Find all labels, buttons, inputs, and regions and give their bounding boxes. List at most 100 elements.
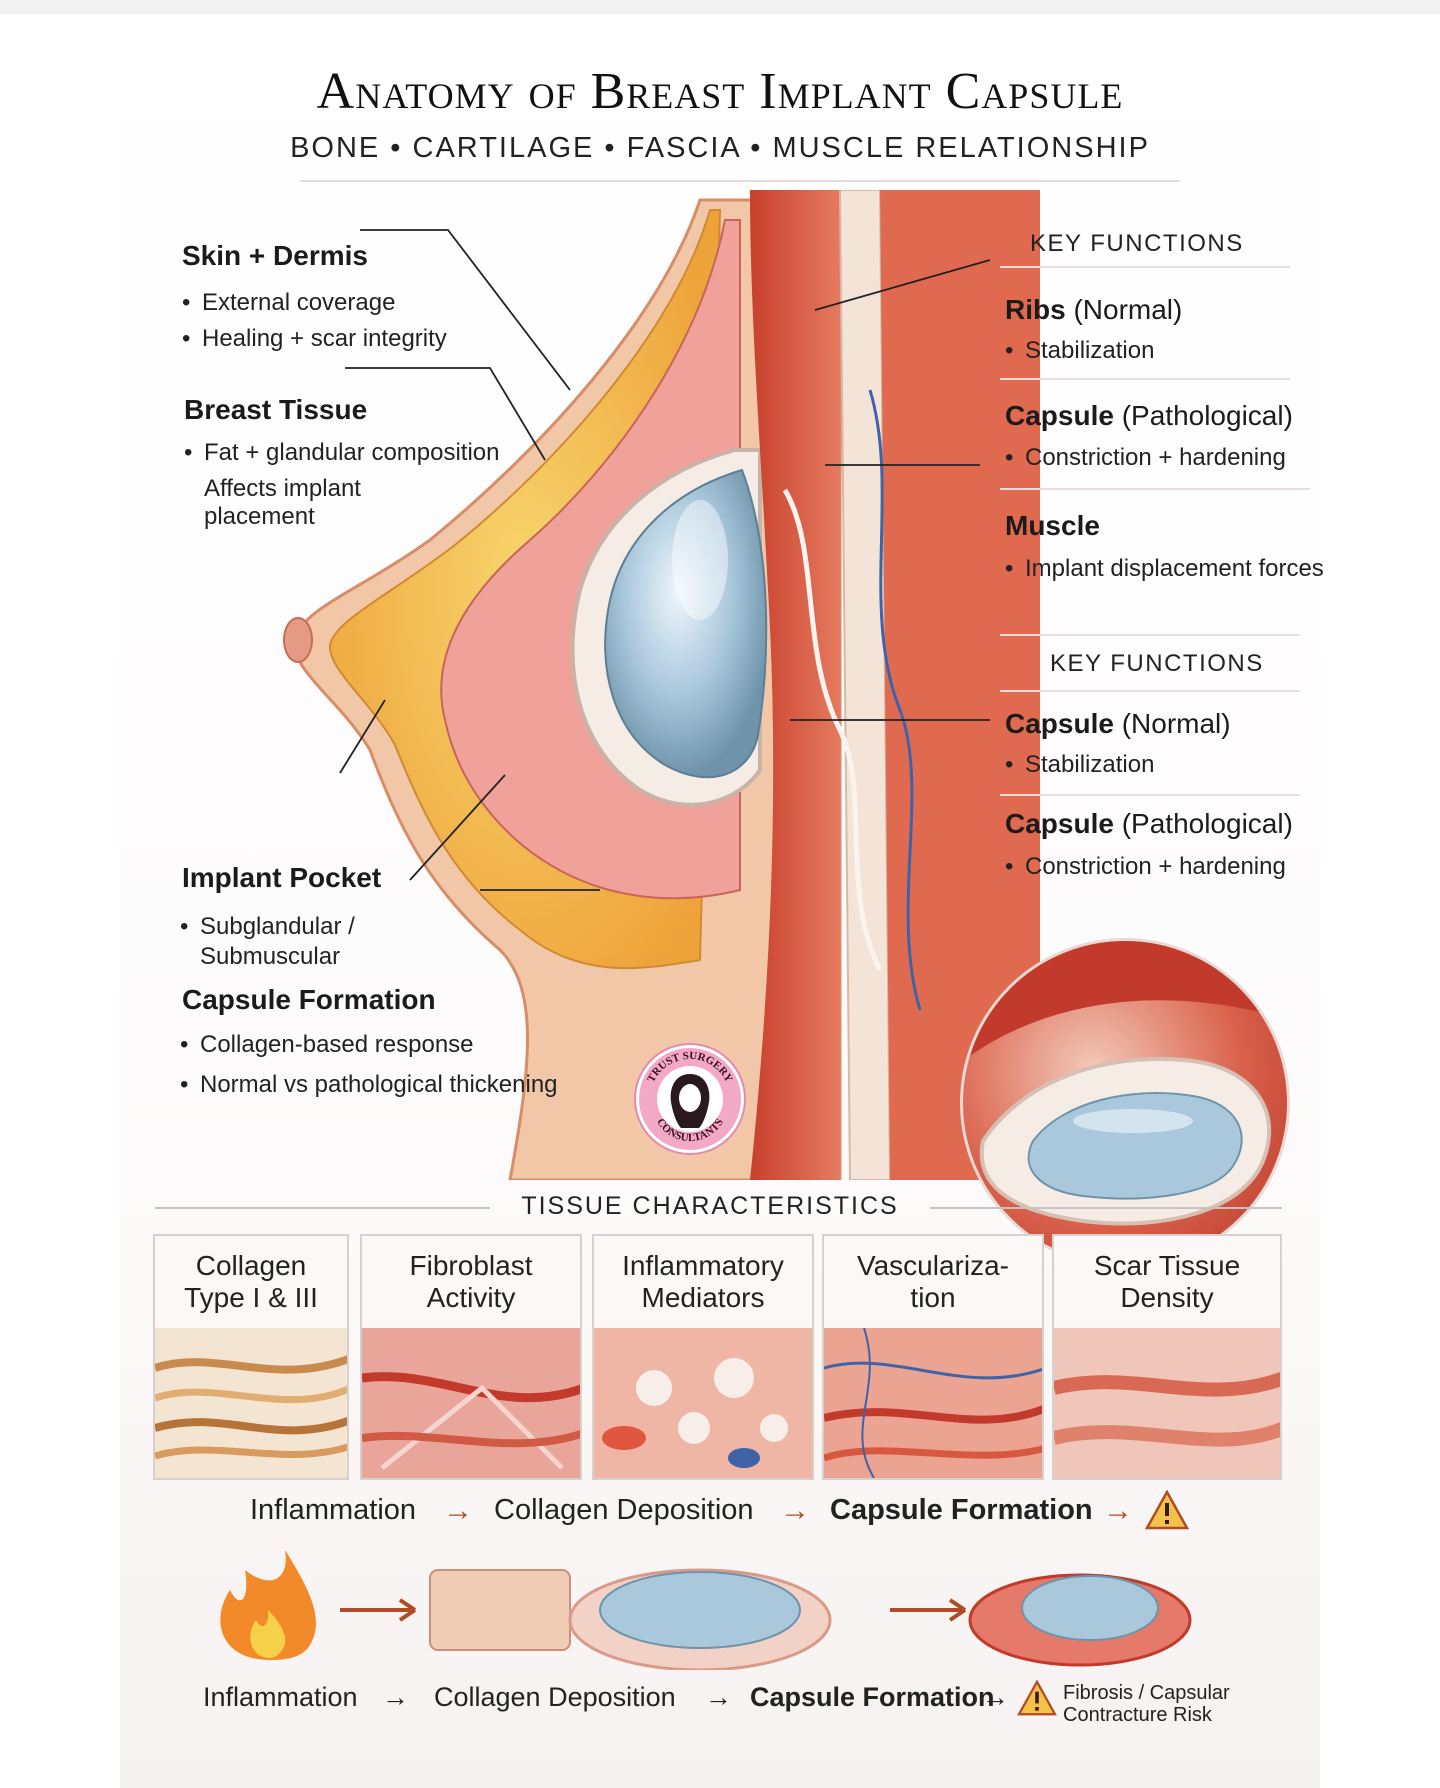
capsule-formation-label: Capsule Formation (182, 984, 436, 1015)
flow-bottom-arrow-1: → (382, 1682, 409, 1712)
pocket-bullet-1-text: Subglandular / (200, 913, 355, 940)
tile-fibroblast-line1: Fibroblast (409, 1250, 533, 1281)
kf-divider-2 (1000, 378, 1290, 380)
vascularization-illustration (824, 1328, 1042, 1478)
breast-bullet-1-text: Fat + glandular composition (204, 439, 500, 466)
page-title: Anatomy of Breast Implant Capsule (316, 63, 1124, 120)
tile-vascularization-line1: Vasculariza- (857, 1250, 1009, 1281)
fire-icon (220, 1550, 316, 1660)
key-functions-heading-2: KEY FUNCTIONS (1050, 650, 1264, 677)
capsule-bullet-2: •Normal vs pathological thickening (180, 1071, 558, 1098)
tile-vascularization-label: Vasculariza-tion (824, 1250, 1042, 1314)
capsule-path-bullet-1-text: Constriction + hardening (1025, 444, 1286, 471)
flow-top-step-3: Capsule Formation (830, 1494, 1093, 1527)
risk-line-2: Contracture Risk (1063, 1704, 1212, 1726)
skin-bullet-2-text: Healing + scar integrity (202, 325, 447, 352)
risk-line-1: Fibrosis / Capsular (1063, 1682, 1230, 1704)
tissue-characteristics-heading: TISSUE CHARACTERISTICS (521, 1192, 899, 1220)
capsule-path-qualifier-1: (Pathological) (1121, 400, 1293, 431)
tile-collagen-line1: Collagen (195, 1250, 307, 1281)
breast-cross-section-illustration (283, 190, 1040, 1180)
page-subtitle: BONE • CARTILAGE • FASCIA • MUSCLE RELAT… (290, 132, 1150, 164)
title-divider (300, 180, 1180, 182)
implant-pocket-label: Implant Pocket (182, 862, 382, 893)
kf-divider-1 (1000, 266, 1290, 268)
capsule-path-name-2: Capsule (1005, 808, 1114, 839)
ribs-name: Ribs (1005, 294, 1066, 325)
ribs-bullet-text: Stabilization (1025, 337, 1155, 364)
ribs-label: Ribs (Normal) (1005, 294, 1182, 326)
capsule-path-bullet-1: •Constriction + hardening (1005, 444, 1286, 471)
breast-bullet-cont-1: Affects implant (204, 475, 361, 502)
kf-divider-3 (1000, 488, 1310, 490)
skin-bullet-2: •Healing + scar integrity (182, 325, 447, 352)
warning-icon-bottom (1017, 1680, 1057, 1716)
kf-divider-5 (1000, 690, 1300, 692)
capsule-normal-qualifier: (Normal) (1121, 708, 1231, 739)
tile-inflammatory-line1: Inflammatory (622, 1250, 784, 1281)
tile-scar-line1: Scar Tissue (1093, 1250, 1241, 1281)
flow-bottom-arrow-2: → (705, 1682, 732, 1712)
logo-face-icon (670, 1074, 710, 1128)
muscle-bullet-text: Implant displacement forces (1025, 555, 1324, 582)
tile-scar-line2: Density (1120, 1282, 1214, 1313)
ribs-qualifier: (Normal) (1073, 294, 1183, 325)
tile-fibroblast-line2: Activity (426, 1282, 516, 1313)
zoom-illustration (963, 941, 1287, 1265)
muscle-bullet: •Implant displacement forces (1005, 555, 1324, 582)
breast-bullet-1: •Fat + glandular composition (184, 439, 500, 466)
capsule-normal-bullet: •Stabilization (1005, 751, 1155, 778)
scar-tissue-illustration (1054, 1328, 1280, 1478)
capsule-zoom-inset (960, 938, 1290, 1268)
capsule-path-bullet-2-text: Constriction + hardening (1025, 853, 1286, 880)
logo-portrait (657, 1066, 723, 1132)
key-functions-heading-1: KEY FUNCTIONS (1030, 230, 1244, 257)
pocket-bullet-cont: Submuscular (200, 943, 341, 970)
kf-divider-6 (1000, 794, 1300, 796)
tile-vascularization-line2: tion (910, 1282, 956, 1313)
skin-dermis-label: Skin + Dermis (182, 240, 368, 271)
capsule-bullet-1: •Collagen-based response (180, 1031, 474, 1058)
flow-bottom-arrow-3: → (982, 1682, 1009, 1712)
flow-bottom-step-1: Inflammation (203, 1682, 358, 1712)
flow-bottom-step-3-text: Capsule Formation (750, 1682, 995, 1712)
tile-collagen-line2: Type I & III (184, 1282, 318, 1313)
capsule-formation-process-illustration (220, 1550, 1192, 1670)
skin-bullet-1-text: External coverage (202, 289, 396, 316)
contracture-risk-label: Fibrosis / Capsular Contracture Risk (1063, 1682, 1230, 1726)
tile-inflammatory-line2: Mediators (641, 1282, 765, 1313)
breast-bullet-cont-2: placement (204, 503, 315, 530)
capsule-path-name-1: Capsule (1005, 400, 1114, 431)
collagen-fibers-illustration (155, 1328, 347, 1478)
skin-bullet-1: •External coverage (182, 289, 396, 316)
flow-top-arrow-1: → (443, 1494, 473, 1527)
capsule-path-bullet-2: •Constriction + hardening (1005, 853, 1286, 880)
capsule-path-label-1: Capsule (Pathological) (1005, 400, 1293, 432)
flow-top-arrow-3: → (1103, 1494, 1133, 1527)
warning-icon (1145, 1490, 1189, 1530)
ribs-bullet: •Stabilization (1005, 337, 1155, 364)
kf-divider-4 (1000, 634, 1300, 636)
capsule-normal-label: Capsule (Normal) (1005, 708, 1231, 740)
inflammatory-mediators-illustration (594, 1328, 812, 1478)
flow-top-step-2: Collagen Deposition (494, 1494, 754, 1526)
flow-top-step-1: Inflammation (250, 1494, 417, 1526)
pocket-bullet-1: •Subglandular / (180, 913, 355, 940)
breast-tissue-label: Breast Tissue (184, 394, 368, 425)
clinic-logo: TRUST SURGERY CONSULTANTS (636, 1045, 744, 1153)
tile-vascularization: Vasculariza-tion (822, 1234, 1044, 1480)
flow-bottom-step-3: Capsule Formation (750, 1682, 995, 1713)
top-strip (0, 0, 1440, 14)
capsule-path-label-2: Capsule (Pathological) (1005, 808, 1293, 840)
fibroblast-illustration (362, 1328, 580, 1478)
flow-top-step-3-text: Capsule Formation (830, 1494, 1093, 1526)
capsule-bullet-2-text: Normal vs pathological thickening (200, 1071, 558, 1098)
